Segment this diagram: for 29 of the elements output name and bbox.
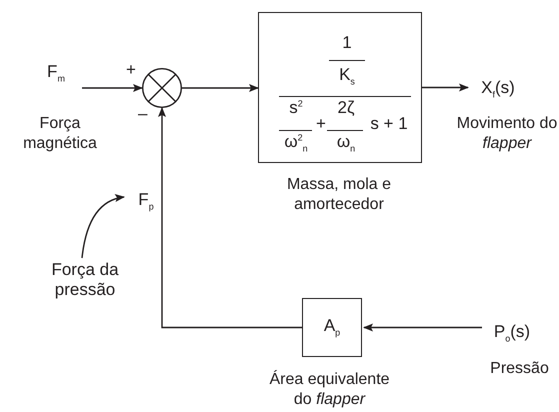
formula-term: +	[315, 114, 327, 134]
signal-name: Força da pressão	[50, 260, 120, 300]
signal-name: P$_{o}$(s)	[492, 322, 532, 342]
signal-arrow	[82, 84, 143, 92]
formula-term: s$^{2}$	[288, 98, 304, 118]
block-gain: A$_{p}$	[322, 316, 342, 336]
caption-text: Pressão	[489, 359, 550, 379]
signal-name: F$_{m}$	[46, 62, 66, 82]
signal-arrow	[422, 84, 469, 92]
formula-term: ω$_{n}$	[336, 132, 356, 152]
sign-label: +	[126, 60, 136, 80]
signal-arrow	[182, 84, 259, 92]
formula-term: K$_{s}$	[338, 65, 356, 85]
signal-arrow	[158, 107, 302, 328]
formula-term: 1	[341, 33, 353, 53]
formula-term: s + 1	[369, 114, 409, 134]
transfer-function-block	[302, 298, 362, 357]
signal-arrow	[363, 324, 482, 332]
summing-junction	[142, 68, 182, 108]
transfer-function-block	[258, 12, 422, 163]
caption-text: Massa, mola e amortecedor	[286, 175, 392, 215]
caption-text: Movimento do flapper	[456, 114, 558, 154]
sign-label: –	[138, 104, 148, 124]
formula-term: 2ζ	[336, 98, 356, 118]
signal-name: F$_{p}$	[137, 190, 155, 210]
caption-text: Força magnética	[22, 114, 98, 154]
caption-text: Área equivalente do flapper	[268, 370, 391, 410]
leader-line	[81, 194, 125, 258]
signal-name: X$_{f}$(s)	[480, 78, 516, 98]
